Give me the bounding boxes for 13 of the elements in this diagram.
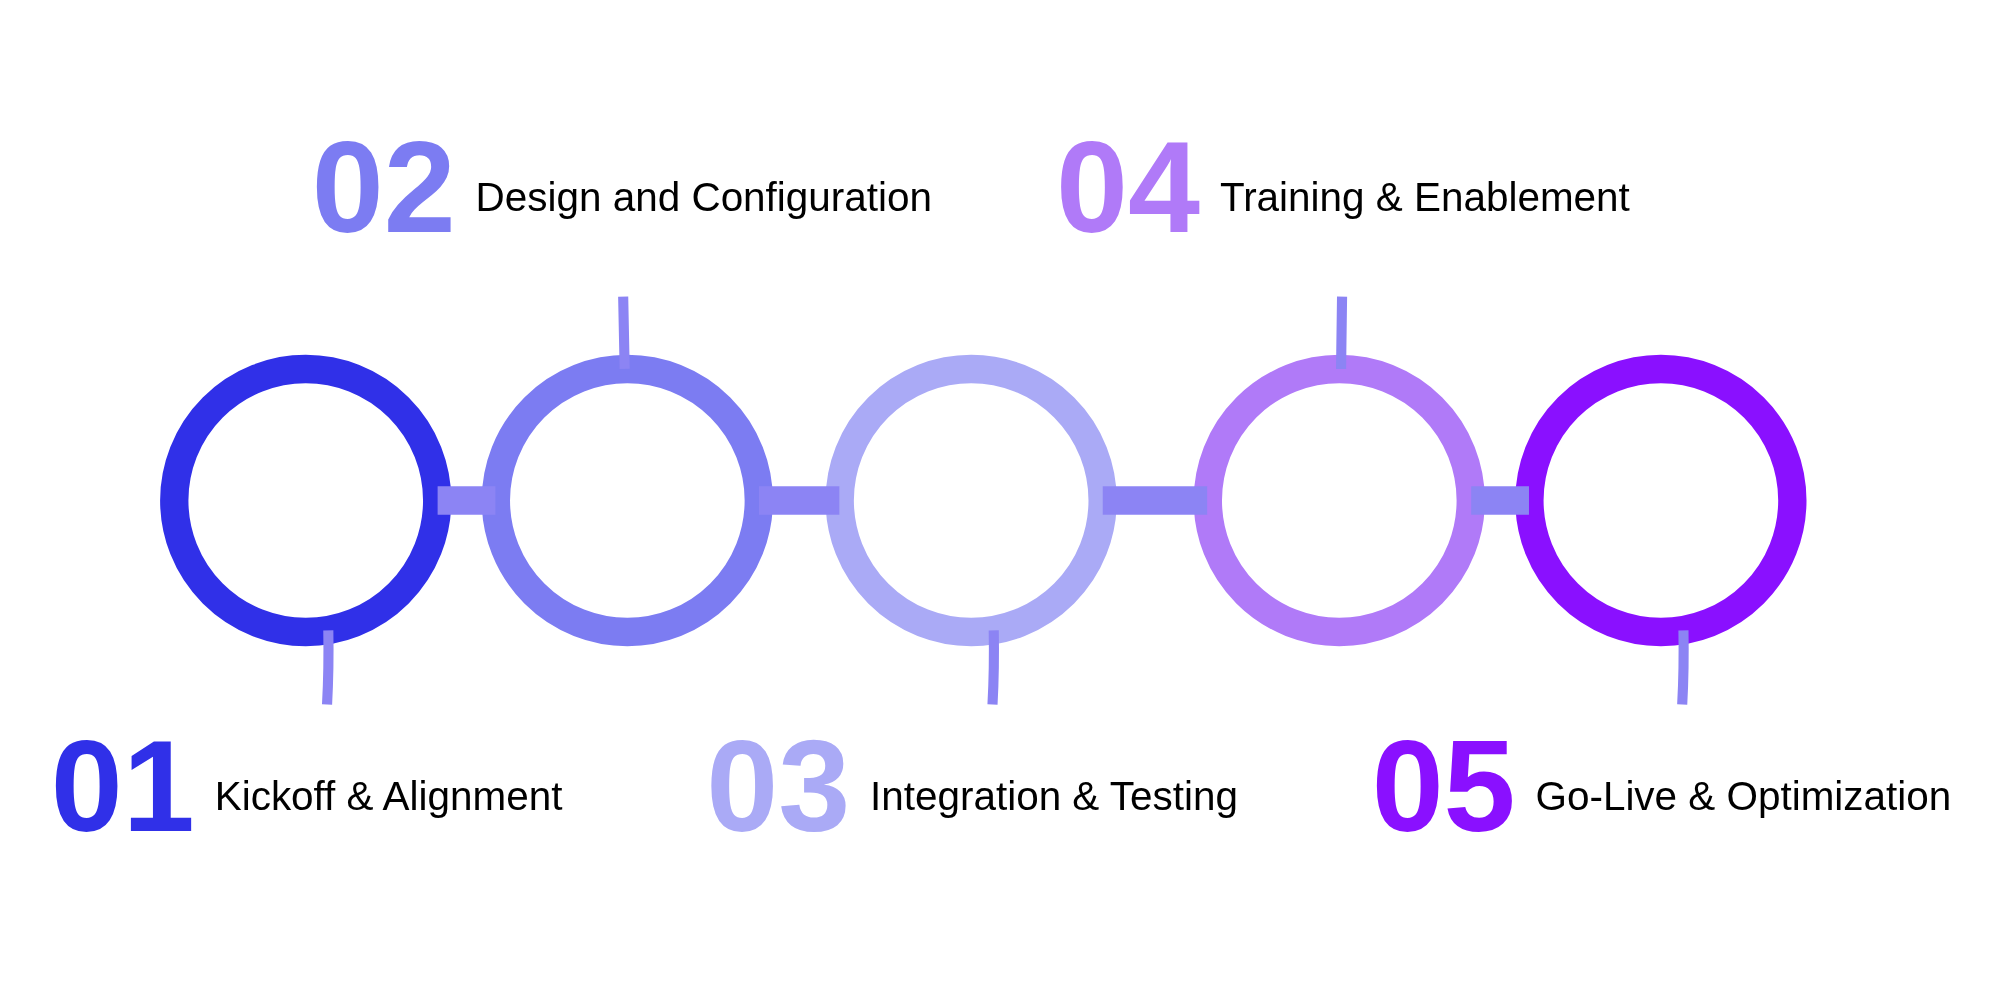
connector: [437, 485, 495, 515]
node-circle: [481, 354, 773, 646]
connector: [758, 485, 839, 515]
node-circle: [825, 354, 1117, 646]
connector: [986, 629, 999, 705]
connector: [1470, 485, 1529, 515]
connector: [1335, 296, 1347, 369]
node-circle: [1514, 354, 1806, 646]
node-circle: [1193, 354, 1485, 646]
connector: [1676, 629, 1689, 705]
connector: [617, 296, 630, 369]
connector: [321, 629, 334, 705]
node-circle: [159, 354, 451, 646]
